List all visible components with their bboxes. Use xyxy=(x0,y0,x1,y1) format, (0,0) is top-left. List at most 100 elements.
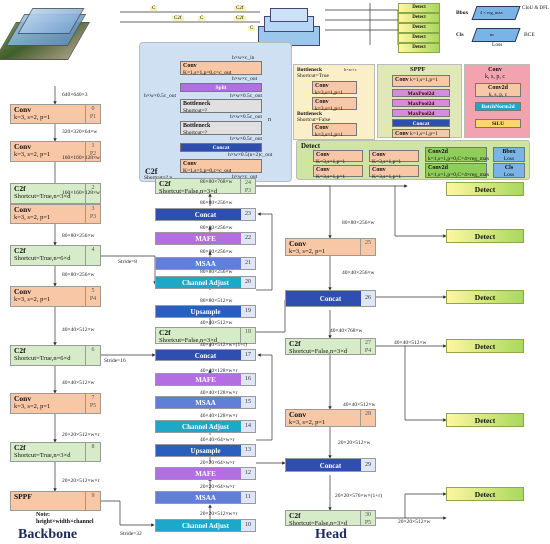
block-index-number: 0 xyxy=(91,106,95,112)
block-index: 26 xyxy=(361,291,375,306)
top-detect-label: Detect xyxy=(398,3,440,13)
block-index-number: 2 xyxy=(91,185,95,191)
top-detect-label: Detect xyxy=(398,23,440,33)
bbox-label: Bbox xyxy=(456,10,469,16)
sppf-panel: SPPF Conv k=1,s=1,p=1 MaxPool2d MaxPool2… xyxy=(377,64,462,138)
block-index-number: 24 xyxy=(245,180,251,186)
dim-label: 20×20×512×w xyxy=(338,440,371,446)
block-type-label: Conv xyxy=(289,410,307,419)
block-index: 18 xyxy=(240,328,255,343)
mini-label: C xyxy=(150,6,158,11)
mini-label: C2f xyxy=(234,6,246,11)
maxpool-block: MaxPool2d xyxy=(392,89,450,97)
bce-label: BCE xyxy=(524,32,535,38)
sppf-panel-title: SPPF xyxy=(410,66,426,73)
block-index-sub: P5 xyxy=(89,403,97,409)
detect-output-6: Detect xyxy=(446,487,524,501)
detect-output-4: Detect xyxy=(446,339,524,353)
block-params: Shortcut=True,n=3×d xyxy=(14,193,71,200)
dim-label: 40×40×512×w xyxy=(343,402,376,408)
block-params: k=3, s=2, p=1 xyxy=(289,248,326,255)
block-index-number: 6 xyxy=(91,347,95,353)
block-index: 29 xyxy=(361,459,375,471)
dim-label: 20×20×512×w xyxy=(398,519,431,525)
block-index: 13 xyxy=(241,445,255,456)
block-type-label: Conv xyxy=(289,239,307,248)
block-index: 19 xyxy=(241,306,255,317)
batchnorm-block: BatchNorm2d xyxy=(475,102,521,111)
dim-label: 80×80×256×w xyxy=(200,225,233,231)
mini-label: C2f xyxy=(172,16,184,21)
dim-label: 40×40×512×w xyxy=(200,320,233,326)
block-index: 17 xyxy=(241,350,255,360)
top-detect-label: Detect xyxy=(398,13,440,23)
dim-label: 640×640×3 xyxy=(62,92,88,98)
maxpool-block: MaxPool2d xyxy=(392,99,450,107)
block-index: 8 xyxy=(85,443,100,461)
dim-label: 160×160×128×w xyxy=(62,155,101,161)
block-type-label: Concat xyxy=(194,352,217,360)
block-index-sub: P3 xyxy=(89,214,97,220)
dim-label: 40×40×128×w×r xyxy=(200,413,238,419)
block-index-number: 27 xyxy=(365,340,371,346)
mini-label: C xyxy=(248,26,256,31)
c2f-concat: Concat xyxy=(180,143,262,152)
dim-label: 40×40×64×w×r xyxy=(200,437,235,443)
block-params: Shortcut=False,n=3×d xyxy=(289,348,348,355)
block-params: Shortcut=True,n=6×d xyxy=(14,355,71,362)
block-params: Shortcut=False,n=3×d xyxy=(159,188,218,195)
detect-panel-title: Detect xyxy=(301,142,321,150)
dim-label: 20×20×64×w×r xyxy=(200,460,235,466)
block-type-label: MSAA xyxy=(195,260,216,268)
feature-map-stack xyxy=(258,4,323,46)
block-type-label: C2f xyxy=(289,339,301,348)
block-type-label: Channel Adjust xyxy=(182,279,229,287)
block-params: k=3, s=2, p=1 xyxy=(14,214,51,221)
block-type-label: C2f xyxy=(289,511,301,520)
dim-label: 20×20×512×w×r xyxy=(200,511,238,517)
block-type-label: Conv xyxy=(14,287,32,296)
dim-label: h×w×0.5c_out xyxy=(230,93,263,99)
bottleneck-title-2: Bottleneck xyxy=(297,111,323,117)
block-index-number: 7 xyxy=(91,395,95,401)
dim-label: h×w×0.5c_out xyxy=(144,93,177,99)
loss-legend: Bbox 4 × reg_max CIoU & DFL Cls nc BCE L… xyxy=(456,4,549,48)
dim-label: h×w×c xyxy=(344,67,357,72)
dim-label: 40×40×128×w×r xyxy=(200,390,238,396)
detect-output-5: Detect xyxy=(446,413,524,427)
block-index: 12 xyxy=(241,468,255,479)
block-index: 16 xyxy=(241,374,255,385)
block-type-label: MSAA xyxy=(195,399,216,407)
block-index-sub: P2 xyxy=(89,151,97,157)
input-image-stack xyxy=(0,8,90,60)
dim-label: 40×40×512×w×(1+r) xyxy=(200,342,247,348)
c2f-panel-title: C2f xyxy=(145,167,158,176)
dim-label: h×w×0.5c_out xyxy=(230,136,263,142)
block-index: 11 xyxy=(241,492,255,503)
block-index-sub: P1 xyxy=(89,114,97,120)
